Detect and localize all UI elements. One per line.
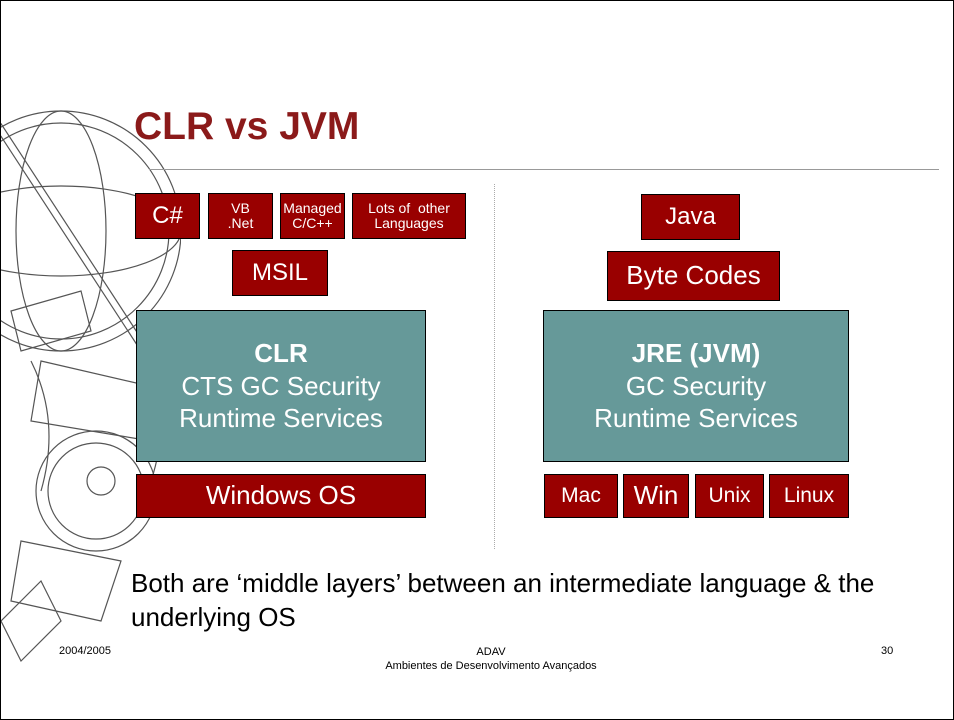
byte-codes-label: Byte Codes (626, 260, 761, 291)
os-mac-box: Mac (544, 474, 618, 518)
byte-codes-box: Byte Codes (607, 251, 780, 301)
footer-course-code: ADAV (476, 646, 506, 658)
jvm-runtime-head: JRE (JVM) (631, 338, 761, 369)
os-unix-label: Unix (708, 483, 751, 507)
footer-course-name: Ambientes de Desenvolvimento Avançados (385, 660, 597, 673)
java-box: Java (641, 194, 740, 240)
lang-csharp-box: C# (135, 193, 200, 239)
os-mac-label: Mac (561, 483, 601, 507)
os-unix-box: Unix (695, 474, 764, 518)
java-label: Java (665, 203, 716, 231)
msil-label: MSIL (251, 259, 308, 287)
footer-page-number: 30 (881, 645, 894, 657)
clr-runtime-head: CLR (254, 338, 308, 369)
jvm-runtime-line1: GC Security (625, 370, 767, 401)
lang-managed-cpp-box: Managed C/C++ (280, 193, 345, 239)
footer-date: 2004/2005 (59, 645, 111, 657)
jvm-runtime-line2: Runtime Services (594, 403, 798, 434)
slide-title: CLR vs JVM (134, 105, 360, 148)
windows-os-label: Windows OS (205, 480, 357, 511)
lang-vbnet-box: VB .Net (208, 193, 273, 239)
astrolabe-watermark-icon (1, 110, 181, 663)
lang-vbnet-label: VB .Net (227, 200, 254, 231)
msil-box: MSIL (232, 250, 328, 296)
clr-runtime-line1: CTS GC Security (181, 370, 381, 401)
lang-managed-cpp-label: Managed C/C++ (283, 200, 342, 231)
footer-center: ADAV Ambientes de Desenvolvimento Avança… (371, 645, 611, 674)
os-win-box: Win (623, 474, 689, 518)
lang-other-label: Lots of other Languages (368, 200, 450, 231)
title-underline (149, 169, 939, 170)
os-linux-label: Linux (783, 483, 835, 507)
os-linux-box: Linux (769, 474, 849, 518)
windows-os-box: Windows OS (136, 474, 426, 518)
center-divider (494, 184, 495, 549)
lang-other-box: Lots of other Languages (352, 193, 466, 239)
summary-text: Both are ‘middle layers’ between an inte… (131, 568, 875, 632)
jvm-runtime-box: JRE (JVM) GC Security Runtime Services (543, 310, 849, 462)
lang-csharp-label: C# (152, 202, 183, 230)
clr-runtime-line2: Runtime Services (179, 403, 383, 434)
os-win-label: Win (633, 480, 679, 511)
clr-runtime-box: CLR CTS GC Security Runtime Services (136, 310, 426, 462)
